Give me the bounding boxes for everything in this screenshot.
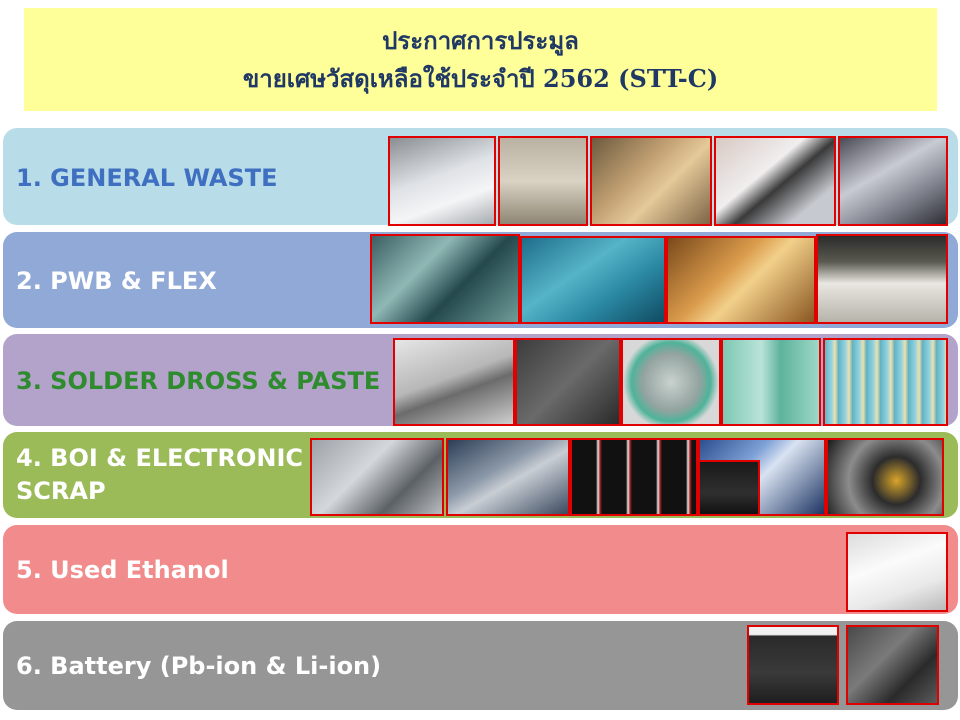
title-line-1: ประกาศการประมูล [382,25,579,55]
category-label-line-1: 4. BOI & ELECTRONIC [16,444,304,472]
category-label: 1. GENERAL WASTE [16,164,278,192]
solder-photo-icon [621,338,721,426]
category-label: 3. SOLDER DROSS & PASTE [16,367,381,395]
waste-photo-icon [498,136,588,226]
waste-photo-icon [838,136,948,226]
pcb-scrap-photo-icon [666,236,816,324]
electronic-scrap-photo-icon [570,438,698,516]
ethanol-container-photo-icon [846,532,948,612]
battery-photo-icon [846,625,939,705]
category-label-line-2: SCRAP [16,477,106,505]
solder-photo-icon [393,338,515,426]
category-band-used-ethanol: 5. Used Ethanol [3,525,958,614]
solder-photo-icon [515,338,621,426]
solder-photo-icon [721,338,821,426]
announcement-title: ประกาศการประมูล ขายเศษวัสดุเหลือใช้ประจำ… [24,8,937,111]
waste-photo-icon [714,136,836,226]
electronic-scrap-photo-icon [310,438,444,516]
waste-photo-icon [590,136,712,226]
waste-photo-icon [388,136,496,226]
pcb-scrap-photo-icon [370,234,520,324]
electronic-scrap-photo-icon [446,438,570,516]
category-label: 4. BOI & ELECTRONIC SCRAP [16,442,303,508]
pcb-scrap-photo-icon [816,234,948,324]
battery-photo-icon [747,625,839,705]
electronic-scrap-photo-icon [826,438,944,516]
title-line-2: ขายเศษวัสดุเหลือใช้ประจำปี 2562 (STT-C) [242,63,719,93]
electronic-scrap-photo-icon [698,460,760,516]
category-label: 6. Battery (Pb-ion & Li-ion) [16,652,382,680]
category-label: 5. Used Ethanol [16,556,229,584]
category-label: 2. PWB & FLEX [16,267,217,295]
solder-photo-icon [823,338,948,426]
pcb-scrap-photo-icon [520,236,666,324]
